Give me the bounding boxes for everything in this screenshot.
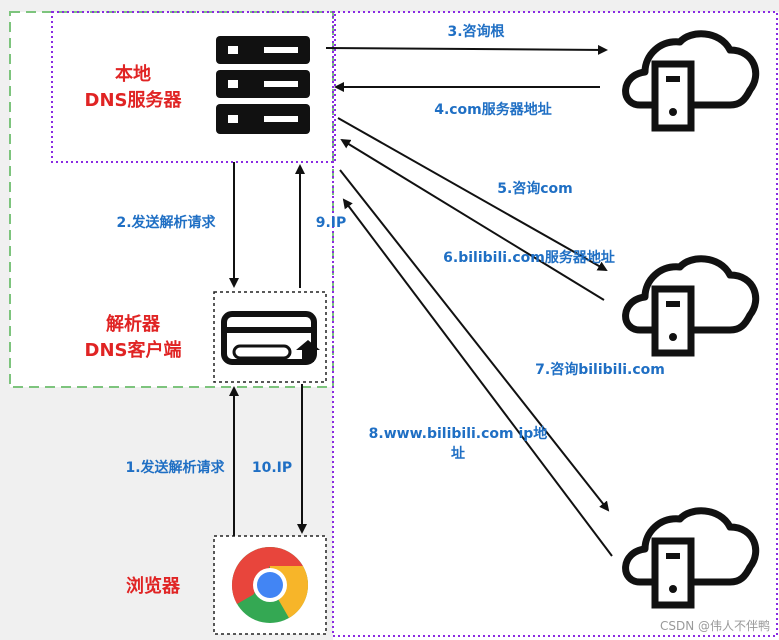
upload-arrow-icon	[296, 340, 320, 362]
local-dns-box	[51, 11, 336, 163]
edge-label-2: 2.发送解析请求	[116, 214, 216, 231]
server-area-background	[333, 12, 779, 640]
server-rack-icon	[216, 36, 310, 134]
edge-label-1: 1.发送解析请求	[125, 459, 225, 476]
internet-box	[332, 11, 778, 637]
bilibili-server-cloud-icon	[622, 507, 760, 609]
edge-label-7: 7.咨询bilibili.com	[535, 361, 665, 378]
local-network-boundary	[9, 11, 334, 388]
edge-label-6: 6.bilibili.com服务器地址	[443, 249, 615, 266]
edge-label-3: 3.咨询根	[447, 23, 505, 40]
edge-label-10: 10.IP	[252, 460, 292, 476]
resolver-box	[213, 291, 327, 383]
com-server-cloud-icon	[622, 255, 760, 357]
browser-label: 浏览器	[126, 575, 181, 597]
edge-label-8-line2: 址	[451, 445, 465, 462]
edge-label-4: 4.com服务器地址	[434, 101, 552, 118]
local-dns-label-line1: 本地	[115, 63, 151, 85]
arrow-7-query-bilibili	[339, 169, 610, 512]
edge-label-5: 5.咨询com	[497, 180, 573, 197]
edge-label-8-line1: 8.www.bilibili.com ip地	[369, 425, 548, 442]
root-server-cloud-icon	[622, 30, 760, 132]
resolver-label-line1: 解析器	[106, 313, 161, 335]
chrome-icon	[231, 547, 309, 623]
resolver-window-icon	[221, 311, 317, 365]
arrow-5-query-com	[337, 117, 608, 271]
edge-label-9: 9.IP	[316, 215, 347, 231]
local-dns-label-line2: DNS服务器	[85, 89, 183, 111]
arrow-8-ip-address	[342, 198, 613, 557]
watermark: CSDN @伟人不伴鸭	[660, 619, 770, 633]
arrow-3-query-root	[325, 44, 608, 55]
arrow-6-bilibili-address	[340, 138, 605, 301]
resolver-label-line2: DNS客户端	[85, 339, 182, 361]
